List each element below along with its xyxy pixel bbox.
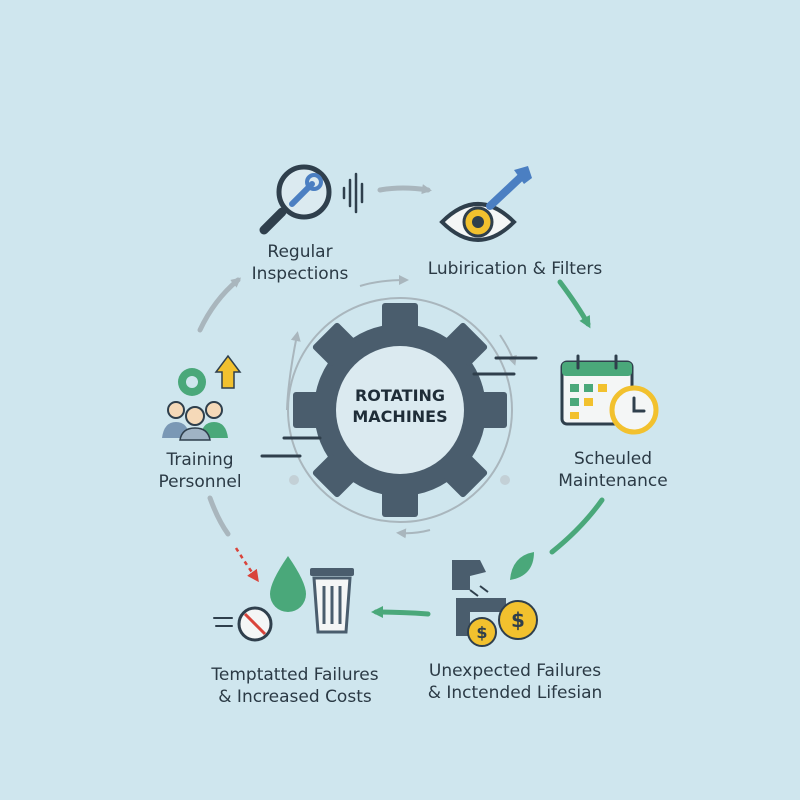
label-lubrication-filters: Lubirication & Filters [400,258,630,280]
label-line: Inspections [251,264,349,284]
arrow-inspections-to-lubrication [377,184,432,195]
label-failures-costs: Temptatted Failures & Increased Costs [190,664,400,708]
arrow-unexpected-to-failures [371,606,431,619]
arrow-lubrication-to-scheduled [557,279,591,329]
arrow-scheduled-to-unexpected [549,497,605,555]
label-line: & Increased Costs [218,687,372,707]
label-line: Temptatted Failures [211,665,379,685]
inner-ring-arrow-top [359,275,409,287]
arrow-training-to-inspections [197,277,242,333]
inner-ring-arrow-right [499,334,517,366]
label-training-personnel: Training Personnel [140,449,260,493]
eye-wrench-icon [439,166,532,242]
center-title-line2: MACHINES [352,407,447,426]
motion-lines [260,356,538,458]
label-line: Maintenance [558,471,668,491]
team-gear-arrow-icon [162,354,242,441]
label-line: Training [166,450,234,470]
ring-dot [500,475,510,485]
ring-dot [289,475,299,485]
gear-icon [293,303,507,517]
label-line: & Inctended Lifesian [427,683,603,703]
label-regular-inspections: Regular Inspections [235,241,365,285]
label-line: Unexpected Failures [428,661,602,681]
label-line: Scheuled [573,449,653,469]
calendar-clock-icon [560,354,659,435]
faucet-coins-leaf-icon: $ $ [452,552,538,647]
svg-text:$: $ [476,623,487,642]
inner-ring-arrow-left [286,331,301,411]
label-line: Personnel [158,472,242,492]
arrow-training-to-failures [234,547,259,583]
label-unexpected-failures: Unexpected Failures & Inctended Lifesian [400,660,630,704]
svg-text:$: $ [511,608,525,632]
label-line: Lubirication & Filters [427,259,603,279]
arrow-training-gray-lower [207,495,231,537]
drop-trash-prohibited-icon [213,556,354,642]
label-scheduled-maintenance: Scheuled Maintenance [548,448,678,492]
center-title-line1: ROTATING [355,386,445,405]
label-line: Regular [267,242,333,262]
inner-ring-arrow-bottom [396,528,431,539]
magnifier-wrench-icon [259,164,364,235]
